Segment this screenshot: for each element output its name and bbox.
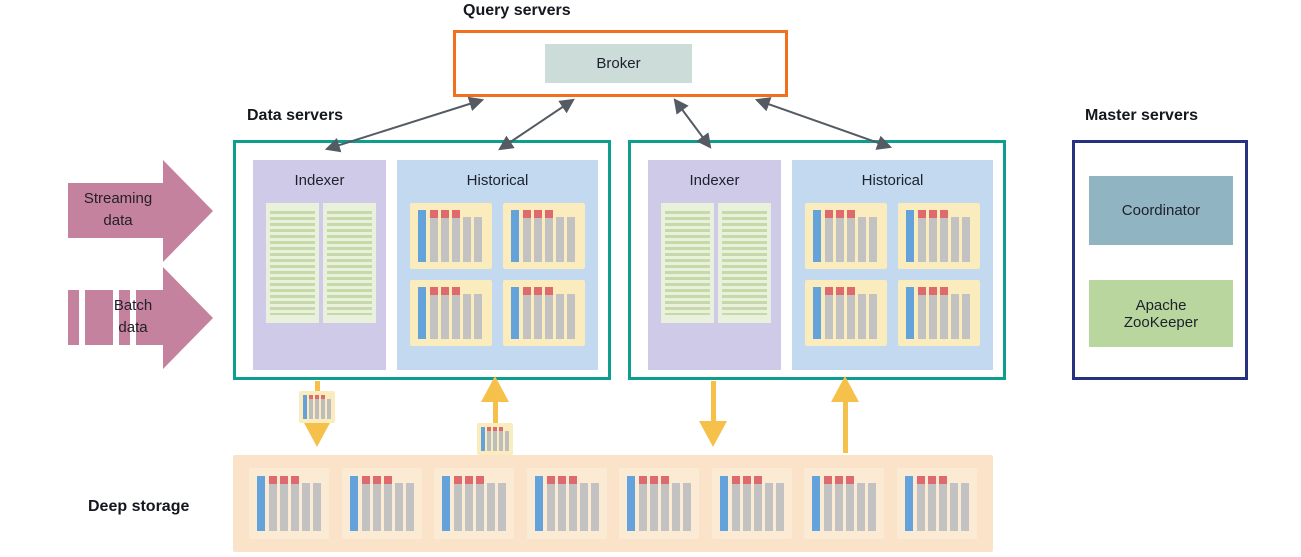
task-log-icon	[661, 203, 714, 323]
segment-icon	[805, 280, 887, 346]
segment-push-shaft	[711, 381, 716, 425]
segment-icon	[341, 468, 422, 539]
historical-label: Historical	[861, 172, 924, 189]
segment-icon	[805, 203, 887, 269]
task-log-icon	[266, 203, 319, 323]
historical-box-1: Historical	[397, 160, 598, 370]
segment-icon	[898, 203, 980, 269]
segment-pull-up-arrow	[481, 376, 509, 402]
batch-data-label: Batch data	[113, 297, 153, 336]
deep-storage-title: Deep storage	[88, 498, 190, 515]
indexer-label: Indexer	[689, 172, 740, 189]
indexer-label: Indexer	[294, 172, 345, 189]
segment-transfer-icon	[477, 423, 513, 455]
segment-icon	[410, 203, 492, 269]
indexer-box-2: Indexer	[648, 160, 781, 370]
indexer-box-1: Indexer	[253, 160, 386, 370]
broker-box: Broker	[545, 44, 692, 83]
data-server-box-2: Indexer Historical	[628, 140, 1006, 380]
coordinator-box: Coordinator	[1089, 176, 1233, 245]
indexer-task-icons	[661, 203, 771, 323]
segment-pull-up-arrow	[831, 376, 859, 402]
segment-push-down-arrow	[303, 421, 331, 447]
segment-icon	[503, 203, 585, 269]
deep-storage-box	[233, 455, 993, 552]
segment-icon	[619, 468, 700, 539]
segment-icon	[503, 280, 585, 346]
zookeeper-box: Apache ZooKeeper	[1089, 280, 1233, 347]
historical-box-2: Historical	[792, 160, 993, 370]
streaming-data-arrowhead	[163, 160, 213, 262]
segment-icon	[898, 280, 980, 346]
segment-grid	[410, 203, 586, 346]
query-servers-title: Query servers	[463, 2, 571, 19]
segment-push-down-arrow	[699, 421, 727, 447]
query-servers-box	[453, 30, 788, 97]
segment-icon	[410, 280, 492, 346]
segment-grid	[805, 203, 981, 346]
indexer-task-icons	[266, 203, 376, 323]
master-servers-box: Coordinator Apache ZooKeeper	[1072, 140, 1248, 380]
zookeeper-label: Apache ZooKeeper	[1123, 296, 1199, 331]
segment-icon	[896, 468, 977, 539]
streaming-data-arrow	[68, 183, 163, 238]
segment-icon	[711, 468, 792, 539]
broker-label: Broker	[596, 55, 641, 72]
task-log-icon	[718, 203, 771, 323]
batch-data-arrowhead	[163, 267, 213, 369]
data-servers-title: Data servers	[247, 107, 344, 124]
batch-data-arrow	[68, 290, 163, 345]
master-servers-title: Master servers	[1085, 107, 1198, 124]
task-log-icon	[323, 203, 376, 323]
segment-icon	[804, 468, 885, 539]
historical-label: Historical	[466, 172, 529, 189]
segment-icon	[526, 468, 607, 539]
segment-transfer-icon	[299, 391, 335, 423]
segment-icon	[434, 468, 515, 539]
streaming-data-label: Streaming data	[83, 190, 153, 229]
coordinator-label: Coordinator	[1121, 202, 1201, 219]
data-server-box-1: Indexer Historical	[233, 140, 611, 380]
segment-pull-shaft	[843, 398, 848, 453]
segment-icon	[249, 468, 329, 539]
